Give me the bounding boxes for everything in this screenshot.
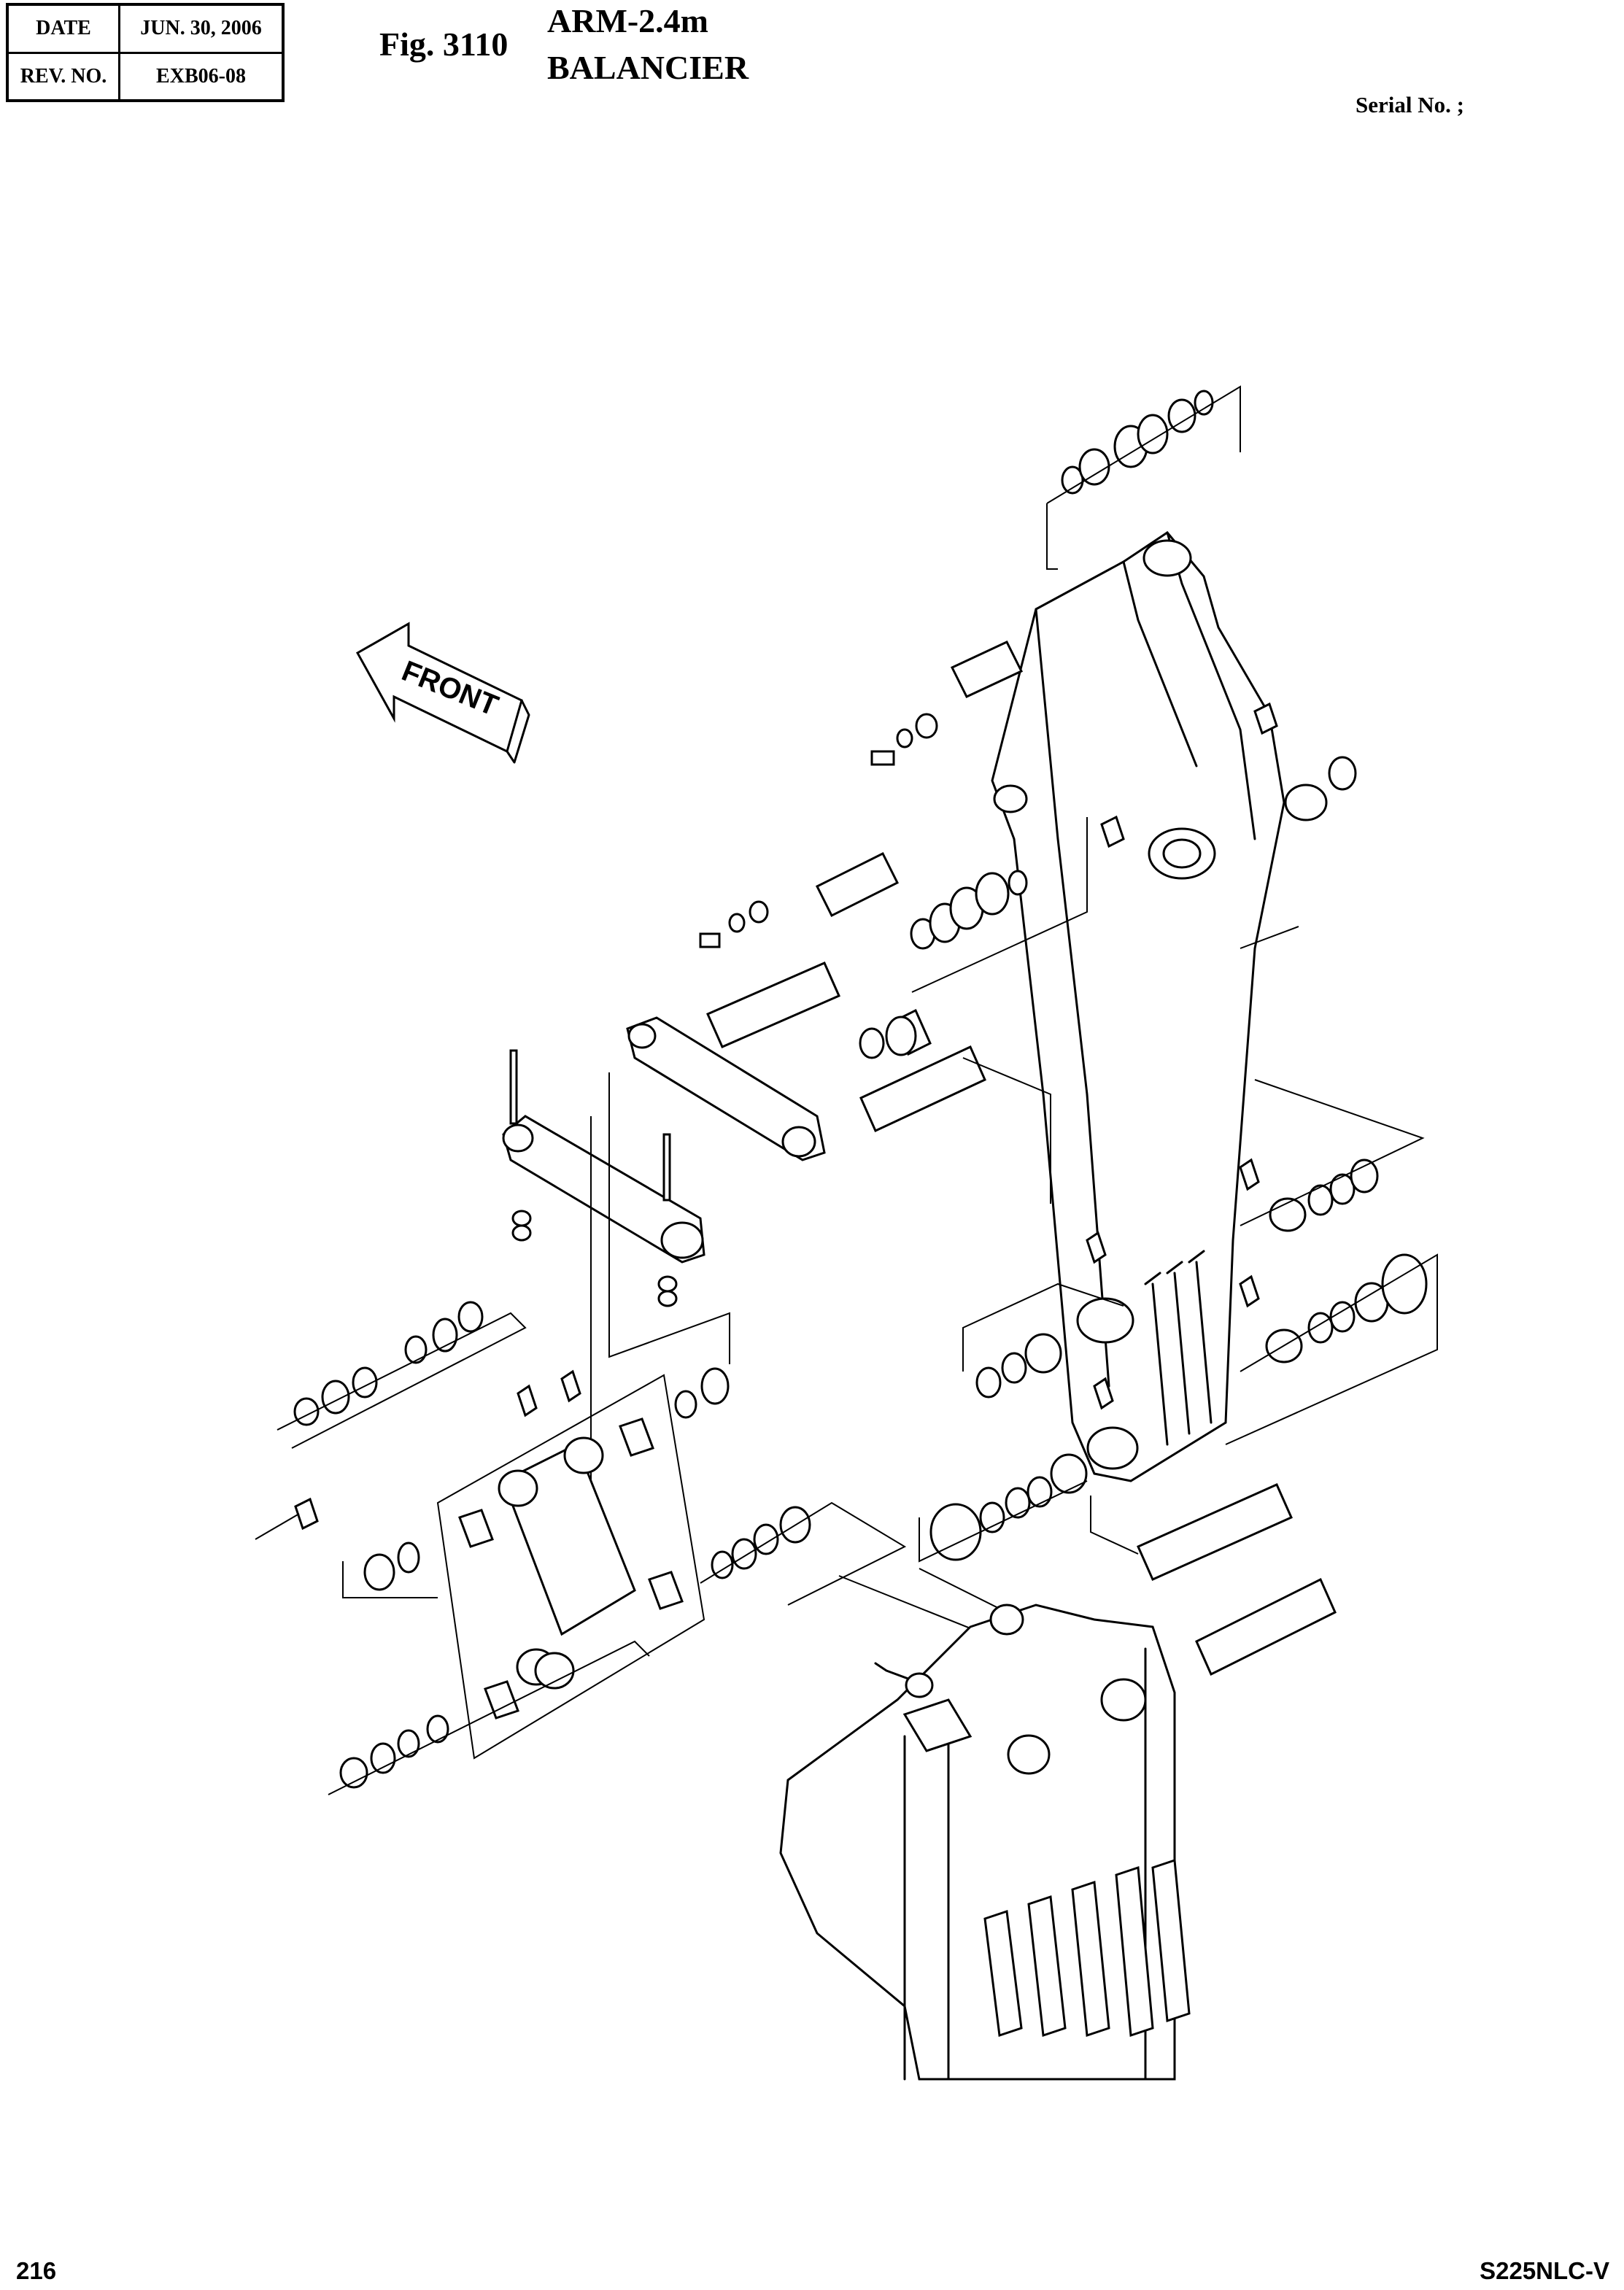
serial-number-label: Serial No. ;	[1356, 92, 1464, 117]
pins	[706, 641, 1337, 1709]
document-info-table: DATE JUN. 30, 2006 REV. NO. EXB06-08	[6, 3, 285, 102]
date-label: DATE	[6, 3, 120, 54]
bucket	[779, 1604, 1191, 2081]
figure-number: Fig. 3110	[379, 26, 509, 63]
page-number: 216	[16, 2257, 57, 2284]
push-link-assembly	[436, 1374, 705, 1760]
arm-body	[991, 531, 1285, 1482]
machine-model: S225NLC-V	[1480, 2257, 1609, 2284]
grease-fittings	[255, 702, 1278, 1540]
front-direction-arrow: FRONT	[355, 622, 530, 764]
guide-links	[502, 1016, 826, 1517]
bolts	[699, 713, 938, 948]
figure-title-english: ARM-2.4m	[547, 2, 708, 39]
date-value: JUN. 30, 2006	[118, 3, 285, 54]
revision-value: EXB06-08	[118, 51, 285, 102]
middle-bushing-stacks	[859, 756, 1428, 1561]
left-washer-stacks	[277, 1301, 907, 1795]
figure-title-french: BALANCIER	[547, 49, 749, 86]
top-washer-stack	[1046, 385, 1241, 570]
revision-label: REV. NO.	[6, 51, 120, 102]
